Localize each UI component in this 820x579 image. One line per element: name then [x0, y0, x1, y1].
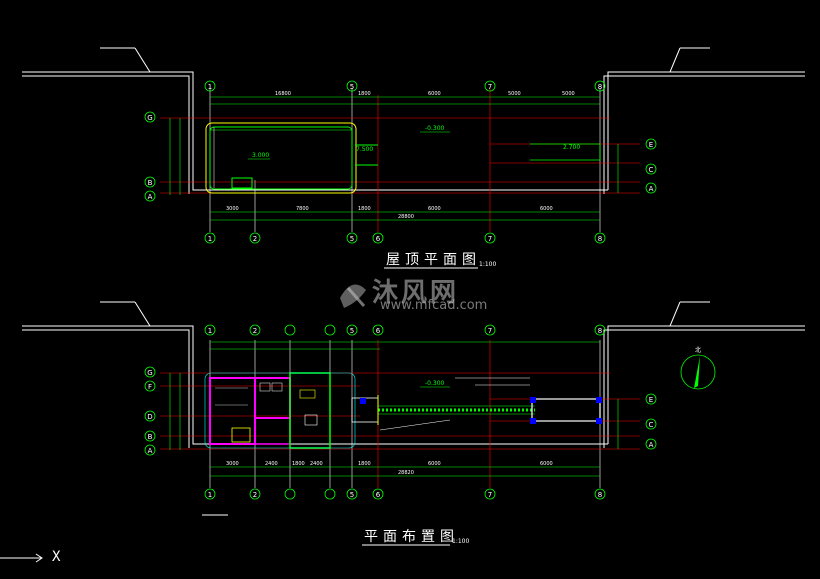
svg-text:3000: 3000 — [226, 461, 239, 467]
svg-text:5: 5 — [350, 327, 354, 335]
svg-text:7800: 7800 — [296, 206, 309, 212]
svg-text:5: 5 — [350, 491, 354, 499]
svg-text:6: 6 — [376, 235, 381, 243]
svg-text:6: 6 — [376, 327, 381, 335]
watermark-logo-icon — [340, 284, 366, 308]
svg-text:7.500: 7.500 — [356, 146, 373, 153]
svg-text:6000: 6000 — [428, 91, 441, 97]
svg-text:5000: 5000 — [562, 91, 575, 97]
svg-text:5: 5 — [350, 83, 354, 91]
svg-text:A: A — [649, 185, 654, 193]
svg-text:-0.300: -0.300 — [425, 125, 445, 132]
roof-axis-labels: 1 5 7 8 1 2 5 6 7 8 G B A E C A — [147, 83, 653, 243]
svg-text:8: 8 — [598, 83, 602, 91]
svg-text:1: 1 — [208, 235, 212, 243]
roof-axis-bubbles — [144, 80, 657, 244]
svg-text:2: 2 — [253, 327, 257, 335]
svg-text:2: 2 — [253, 491, 257, 499]
svg-text:B: B — [148, 179, 153, 187]
svg-text:3.000: 3.000 — [252, 152, 269, 159]
svg-text:1: 1 — [208, 327, 212, 335]
svg-text:7: 7 — [488, 327, 492, 335]
svg-text:E: E — [649, 141, 653, 149]
svg-text:6000: 6000 — [428, 461, 441, 467]
svg-text:7: 7 — [488, 491, 492, 499]
svg-text:E: E — [649, 396, 653, 404]
svg-text:G: G — [147, 369, 152, 377]
svg-text:1800: 1800 — [358, 461, 371, 467]
command-axis-label: X — [52, 549, 61, 565]
plan-axis-bubbles — [144, 324, 657, 500]
layout-plan: -0.300 3000 2400 1800 2400 1800 6000 600… — [22, 301, 805, 516]
roof-plan-title: 屋顶平面图 — [386, 252, 481, 268]
svg-text:C: C — [649, 166, 654, 174]
plan-axis-labels: G F D B A E C A 1 2 5 6 7 8 1 2 5 6 7 8 — [147, 327, 653, 499]
svg-text:1: 1 — [208, 491, 212, 499]
svg-text:C: C — [649, 421, 654, 429]
svg-text:1800: 1800 — [292, 461, 305, 467]
svg-text:8: 8 — [598, 491, 602, 499]
svg-text:北: 北 — [695, 346, 701, 354]
svg-text:6000: 6000 — [428, 206, 441, 212]
svg-text:1800: 1800 — [358, 91, 371, 97]
svg-text:3000: 3000 — [226, 206, 239, 212]
svg-text:28800: 28800 — [398, 214, 414, 220]
roof-plan-scale: 1:100 — [479, 261, 496, 268]
svg-text:2400: 2400 — [310, 461, 323, 467]
layout-plan-title-group: 平面布置图 1:100 — [362, 529, 469, 546]
svg-text:A: A — [148, 447, 153, 455]
svg-text:A: A — [649, 441, 654, 449]
svg-text:G: G — [147, 114, 152, 122]
watermark-url: www.mfcad.com — [380, 298, 488, 313]
svg-text:8: 8 — [598, 327, 602, 335]
svg-text:2: 2 — [253, 235, 257, 243]
layout-plan-title: 平面布置图 — [364, 529, 459, 545]
north-arrow-icon: 北 — [680, 346, 716, 390]
roof-plan-title-group: 屋顶平面图 1:100 — [384, 252, 496, 269]
svg-text:A: A — [148, 193, 153, 201]
svg-text:6: 6 — [376, 491, 381, 499]
roof-plan: -0.300 3.000 7.500 2.700 16800 1800 6000… — [22, 47, 805, 232]
svg-text:1: 1 — [208, 83, 212, 91]
svg-text:6000: 6000 — [540, 206, 553, 212]
svg-text:F: F — [148, 383, 152, 391]
svg-text:6000: 6000 — [540, 461, 553, 467]
svg-text:7: 7 — [488, 235, 492, 243]
svg-text:2400: 2400 — [265, 461, 278, 467]
svg-text:B: B — [148, 433, 153, 441]
svg-text:16800: 16800 — [275, 91, 291, 97]
svg-text:5000: 5000 — [508, 91, 521, 97]
svg-text:-0.300: -0.300 — [425, 380, 445, 387]
svg-text:8: 8 — [598, 235, 602, 243]
svg-text:2.700: 2.700 — [563, 144, 580, 151]
svg-text:1800: 1800 — [358, 206, 371, 212]
svg-text:5: 5 — [350, 235, 354, 243]
ucs-axis-icon — [0, 553, 43, 563]
svg-text:D: D — [147, 413, 152, 421]
watermark-brand: 沐风网 — [372, 278, 460, 308]
svg-text:7: 7 — [488, 83, 492, 91]
svg-text:28820: 28820 — [398, 470, 414, 476]
layout-plan-scale: 1:100 — [452, 538, 469, 545]
